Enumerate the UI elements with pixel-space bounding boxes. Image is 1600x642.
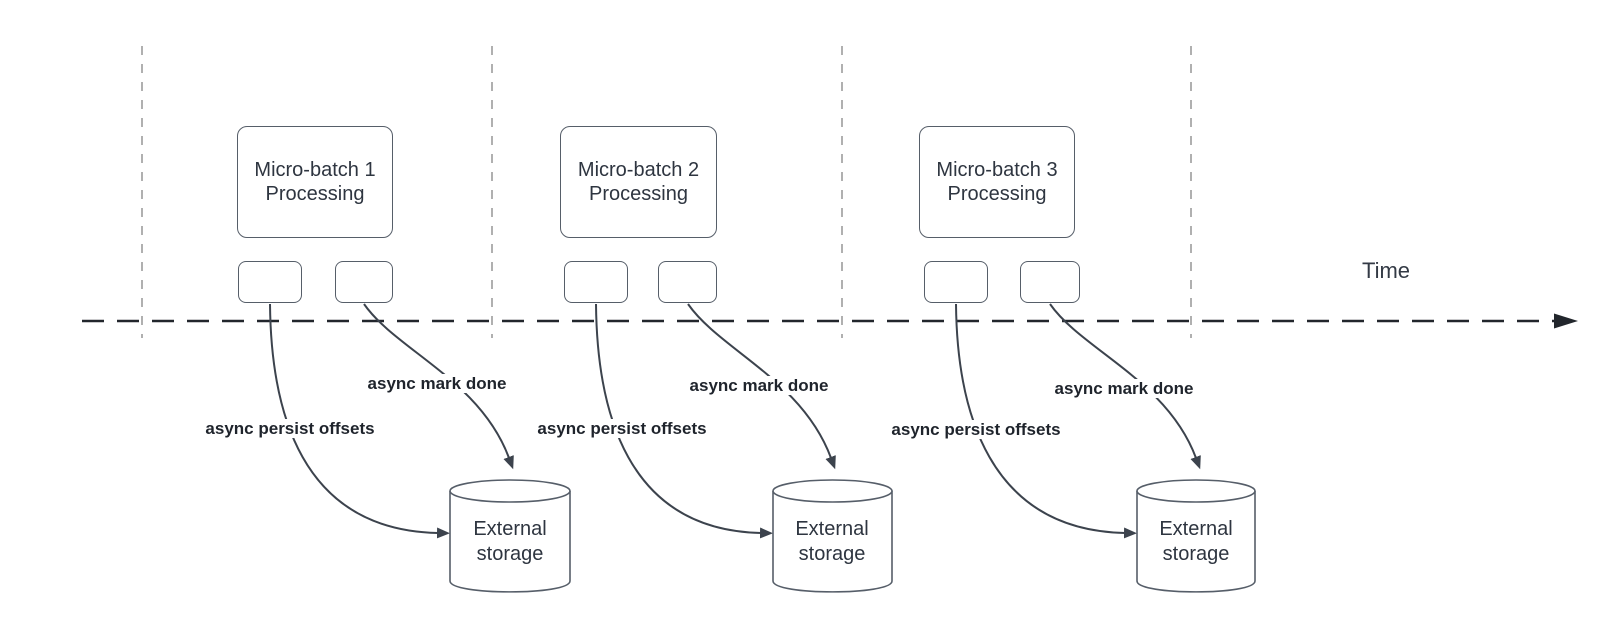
external-storage-cylinder-1 <box>449 479 571 593</box>
mark-done-arrow-2 <box>687 303 836 470</box>
external-storage-text-1-line1: External <box>473 518 547 540</box>
micro-batch-2-title-line1: Micro-batch 2 <box>577 159 700 181</box>
external-storage-text-1: External storage <box>440 517 580 567</box>
persist-task-box-1 <box>238 261 302 303</box>
micro-batch-3-title-line1: Micro-batch 3 <box>936 159 1058 181</box>
external-storage-text-3-line2: storage <box>1162 543 1230 565</box>
persist-offsets-label-3: async persist offsets <box>889 420 1063 439</box>
time-axis-arrowhead-icon <box>1554 313 1578 329</box>
micro-batch-1-title-line2: Processing <box>265 183 365 205</box>
external-storage-text-2-line2: storage <box>798 543 866 565</box>
mark-done-label-1: async mark done <box>365 374 509 393</box>
persist-offsets-label-1: async persist offsets <box>203 419 377 438</box>
micro-batch-2-processing-box: Micro-batch 2 Processing <box>560 126 717 238</box>
external-storage-cylinder-3 <box>1136 479 1256 593</box>
external-storage-text-1-line2: storage <box>476 543 544 565</box>
persist-offsets-arrow-1 <box>269 303 450 539</box>
micro-batch-1-title-line1: Micro-batch 1 <box>254 159 376 181</box>
mark-done-label-2: async mark done <box>687 376 831 395</box>
micro-batch-3-processing-box: Micro-batch 3 Processing <box>919 126 1075 238</box>
external-storage-cylinder-2 <box>772 479 893 593</box>
mark-done-arrow-3 <box>1049 303 1201 470</box>
mark-done-task-box-2 <box>658 261 717 303</box>
time-axis-label: Time <box>1361 258 1411 283</box>
persist-offsets-label-2: async persist offsets <box>535 419 709 438</box>
mark-done-task-box-1 <box>335 261 393 303</box>
persist-task-box-3 <box>924 261 988 303</box>
external-storage-text-3-line1: External <box>1159 518 1233 540</box>
mark-done-task-box-3 <box>1020 261 1080 303</box>
micro-batch-2-title-line2: Processing <box>589 183 688 205</box>
micro-batch-1-processing-box: Micro-batch 1 Processing <box>237 126 393 238</box>
external-storage-text-2: External storage <box>762 517 902 567</box>
mark-done-label-3: async mark done <box>1052 379 1196 398</box>
micro-batch-3-title-line2: Processing <box>947 183 1047 205</box>
persist-task-box-2 <box>564 261 628 303</box>
external-storage-text-3: External storage <box>1126 517 1266 567</box>
persist-offsets-arrow-2 <box>595 303 773 539</box>
persist-offsets-arrow-3 <box>955 303 1137 539</box>
external-storage-text-2-line1: External <box>795 518 869 540</box>
mark-done-arrow-1 <box>363 303 514 470</box>
